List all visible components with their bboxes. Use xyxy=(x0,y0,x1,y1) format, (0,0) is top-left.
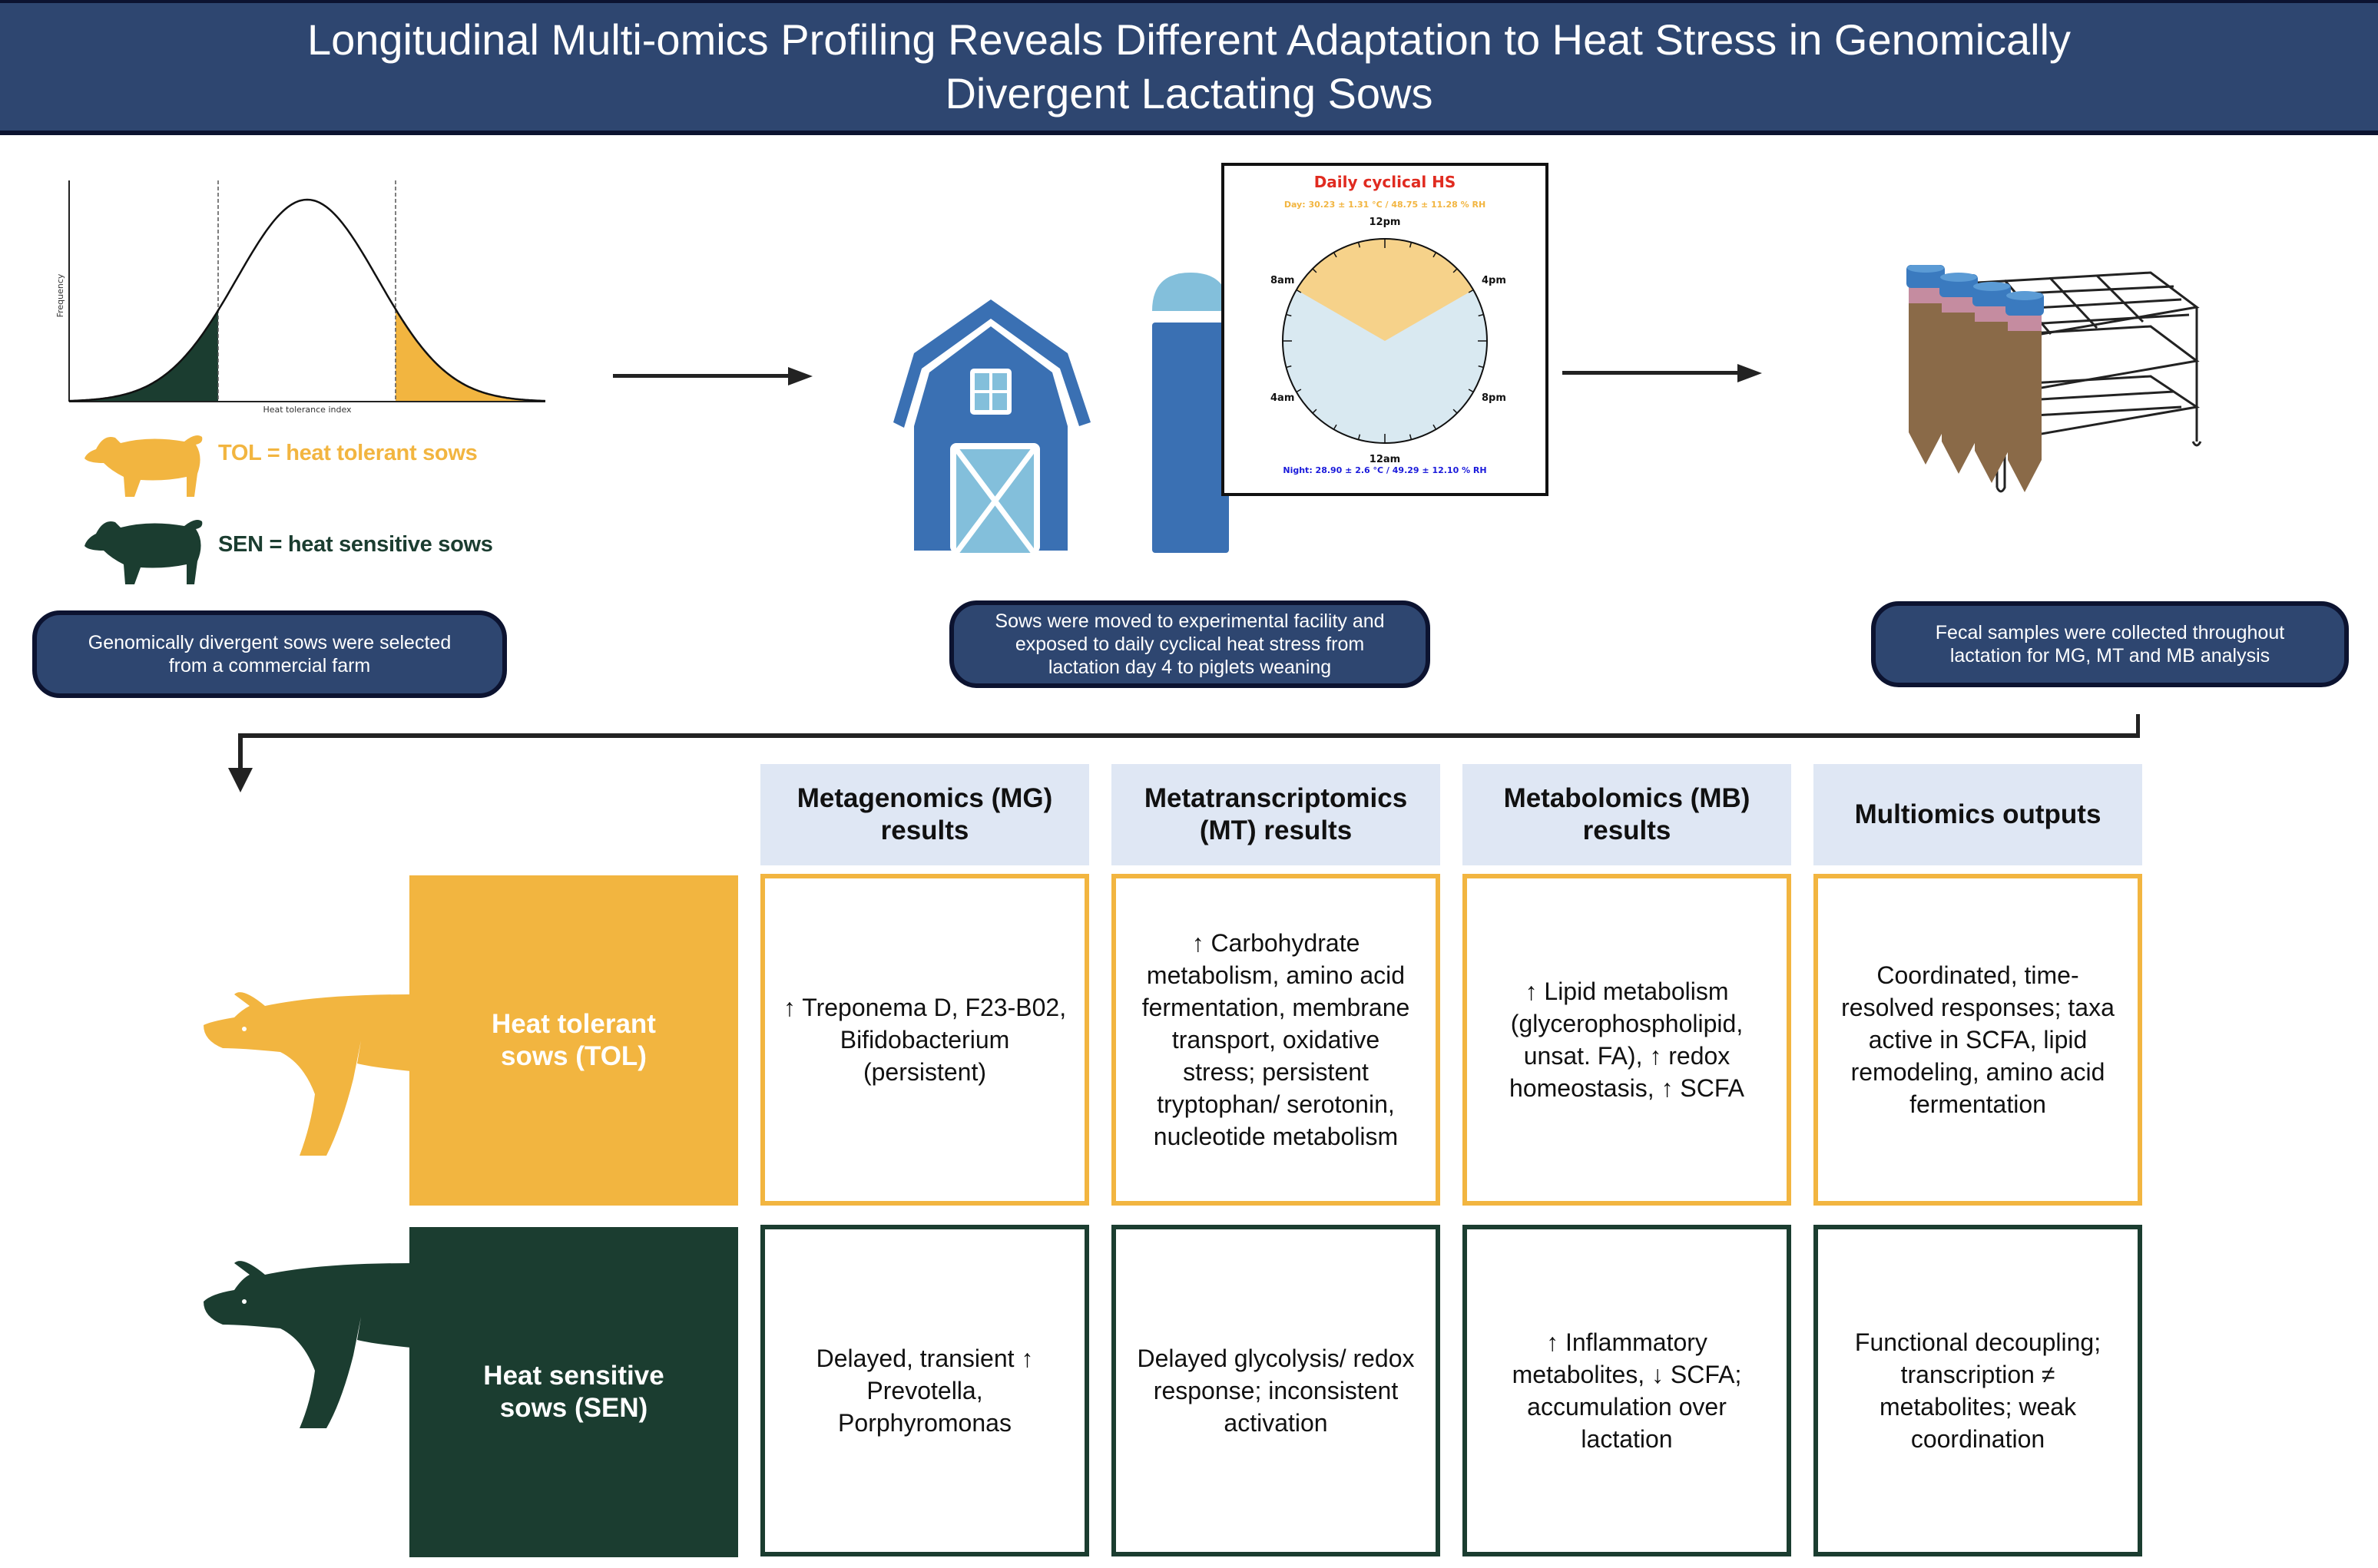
sample-tubes xyxy=(1906,265,2044,492)
pig-sen-icon xyxy=(84,520,203,584)
day-sector xyxy=(1296,239,1474,341)
label-12pm: 12pm xyxy=(1370,217,1401,228)
x-axis-label: Heat tolerance index xyxy=(263,405,352,415)
label-4am: 4am xyxy=(1270,392,1294,404)
step-text: Fecal samples were collected throughout … xyxy=(1935,622,2285,667)
cell-tol-multiomics: Coordinated, time-resolved responses; ta… xyxy=(1813,874,2142,1206)
label-8am: 8am xyxy=(1270,275,1294,286)
cell-text: ↑ Carbohydrate metabolism, amino acid fe… xyxy=(1141,929,1410,1150)
day-conditions: Day: 30.23 ± 1.31 °C / 48.75 ± 11.28 % R… xyxy=(1284,200,1485,210)
cell-text: ↑ Inflammatory metabolites, ↓ SCFA; accu… xyxy=(1512,1328,1742,1453)
cell-text: Functional decoupling; transcription ≠ m… xyxy=(1854,1328,2101,1453)
cell-text: Delayed, transient ↑ Prevotella, Porphyr… xyxy=(816,1345,1034,1437)
col-header-mt: Metatranscriptomics (MT) results xyxy=(1111,764,1440,865)
hour-tick xyxy=(1312,268,1317,273)
hour-tick xyxy=(1312,409,1317,414)
hour-tick xyxy=(1452,268,1458,273)
hour-tick xyxy=(1432,424,1437,430)
night-conditions: Night: 28.90 ± 2.6 °C / 49.29 ± 12.10 % … xyxy=(1283,465,1486,475)
connector-vertical-left xyxy=(238,733,243,772)
legend-tol: TOL = heat tolerant sows xyxy=(218,441,478,465)
sen-tail-fill xyxy=(69,310,218,402)
cell-sen-multiomics: Functional decoupling; transcription ≠ m… xyxy=(1813,1225,2142,1556)
hour-tick xyxy=(1478,365,1484,369)
connector-horizontal xyxy=(238,733,2140,738)
col-header-text: Metagenomics (MG) results xyxy=(797,783,1053,845)
tol-tail-fill xyxy=(396,309,545,402)
label-4pm: 4pm xyxy=(1482,275,1506,286)
cell-text: Delayed glycolysis/ redox response; inco… xyxy=(1137,1345,1415,1437)
daily-cycle-panel: Daily cyclical HS Day: 30.23 ± 1.31 °C /… xyxy=(1221,163,1548,496)
cell-tol-mt: ↑ Carbohydrate metabolism, amino acid fe… xyxy=(1111,874,1440,1206)
hour-tick xyxy=(1452,409,1458,414)
col-header-text: Metatranscriptomics (MT) results xyxy=(1144,783,1408,845)
step-box-heat-stress: Sows were moved to experimental facility… xyxy=(949,600,1430,688)
hour-tick xyxy=(1409,242,1413,248)
page-title: Longitudinal Multi-omics Profiling Revea… xyxy=(306,15,2072,117)
cell-sen-mg: Delayed, transient ↑ Prevotella, Porphyr… xyxy=(760,1225,1089,1556)
hour-tick xyxy=(1468,289,1474,293)
col-header-text: Metabolomics (MB) results xyxy=(1503,783,1750,845)
row-label-text: Heat sensitive sows (SEN) xyxy=(483,1361,664,1423)
hour-tick xyxy=(1432,252,1437,258)
col-header-mg: Metagenomics (MG) results xyxy=(760,764,1089,865)
hour-tick xyxy=(1357,434,1361,440)
clock-title: Daily cyclical HS xyxy=(1314,173,1456,191)
sample-tube-rack-icon xyxy=(1906,265,2202,493)
hour-tick xyxy=(1296,389,1302,393)
step-box-selection: Genomically divergent sows were selected… xyxy=(32,610,507,698)
hour-tick xyxy=(1468,389,1474,393)
label-12am: 12am xyxy=(1370,454,1400,465)
hour-tick xyxy=(1286,313,1292,317)
connector-drop xyxy=(2136,714,2140,737)
hour-tick xyxy=(1478,313,1484,317)
cell-tol-mb: ↑ Lipid metabolism (glycerophospholipid,… xyxy=(1462,874,1791,1206)
cell-text: ↑ Lipid metabolism (glycerophospholipid,… xyxy=(1509,978,1744,1102)
row-label-sen: Heat sensitive sows (SEN) xyxy=(409,1227,738,1557)
barn-icon xyxy=(893,273,1229,555)
y-axis-label: Frequency xyxy=(55,273,65,317)
hour-tick xyxy=(1357,242,1361,248)
hour-tick xyxy=(1296,289,1302,293)
step-text: Sows were moved to experimental facility… xyxy=(995,610,1385,678)
pig-sen-large-icon xyxy=(204,1261,411,1428)
arrow-down-icon xyxy=(228,768,253,792)
col-header-text: Multiomics outputs xyxy=(1854,799,2101,829)
title-bar: Longitudinal Multi-omics Profiling Revea… xyxy=(0,0,2378,135)
label-8pm: 8pm xyxy=(1482,392,1506,404)
col-header-multiomics: Multiomics outputs xyxy=(1813,764,2142,865)
row-label-tol: Heat tolerant sows (TOL) xyxy=(409,875,738,1206)
clock-face xyxy=(1282,238,1488,444)
hour-tick xyxy=(1409,434,1413,440)
col-header-mb: Metabolomics (MB) results xyxy=(1462,764,1791,865)
cell-tol-mg: ↑ Treponema D, F23-B02, Bifidobacterium … xyxy=(760,874,1089,1206)
distribution-curve xyxy=(68,198,546,402)
pig-tol-large-icon xyxy=(204,992,411,1156)
cell-sen-mb: ↑ Inflammatory metabolites, ↓ SCFA; accu… xyxy=(1462,1225,1791,1556)
cell-text: ↑ Treponema D, F23-B02, Bifidobacterium … xyxy=(783,994,1067,1086)
hour-tick xyxy=(1333,252,1337,258)
hour-tick xyxy=(1286,365,1292,369)
row-label-text: Heat tolerant sows (TOL) xyxy=(492,1009,656,1071)
legend-sen: SEN = heat sensitive sows xyxy=(218,532,493,557)
cell-sen-mt: Delayed glycolysis/ redox response; inco… xyxy=(1111,1225,1440,1556)
pig-tol-icon xyxy=(84,435,203,497)
step-text: Genomically divergent sows were selected… xyxy=(88,632,452,676)
cell-text: Coordinated, time-resolved responses; ta… xyxy=(1841,961,2115,1118)
step-box-sampling: Fecal samples were collected throughout … xyxy=(1871,601,2349,687)
hour-tick xyxy=(1333,424,1337,430)
heat-tolerance-distribution-plot: Heat tolerance index Frequency xyxy=(55,180,546,415)
